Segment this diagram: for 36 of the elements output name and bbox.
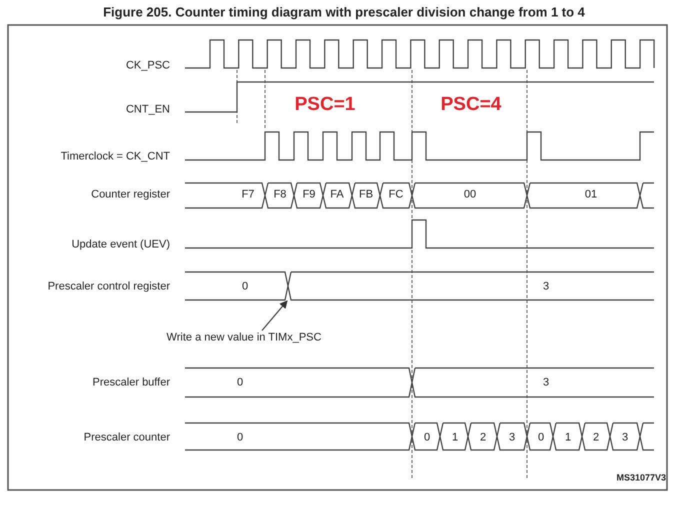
bus-value: FB bbox=[358, 188, 374, 202]
bus-value: 1 bbox=[564, 432, 572, 444]
bus-value: F9 bbox=[302, 188, 316, 202]
bus-value: F8 bbox=[274, 188, 286, 202]
bus-value: 3 bbox=[542, 376, 550, 390]
annotation-text: Write a new value in TIMx_PSC bbox=[166, 332, 322, 344]
bus-value: 3 bbox=[542, 280, 550, 294]
signal-name: Prescaler counter bbox=[84, 432, 170, 444]
signal-name: CNT_EN bbox=[126, 104, 170, 116]
bus-value: 0 bbox=[538, 432, 544, 444]
bus-value: 0 bbox=[236, 376, 244, 390]
bus-value: 0 bbox=[236, 432, 244, 444]
bus-value: 3 bbox=[622, 432, 628, 444]
bus-value: 3 bbox=[508, 432, 516, 444]
bus-value: 1 bbox=[452, 432, 458, 444]
signal-name: Timerclock = CK_CNT bbox=[60, 150, 170, 164]
figure-id: MS31077V3 bbox=[616, 472, 666, 484]
bus-value: FC bbox=[388, 188, 404, 202]
signal-name: CK_PSC bbox=[126, 60, 170, 72]
signal-name: Counter register bbox=[91, 188, 170, 202]
phase-label: PSC=4 bbox=[440, 94, 502, 116]
bus-value: 01 bbox=[584, 188, 598, 202]
bus-value: 2 bbox=[480, 432, 486, 444]
bus-value: 00 bbox=[464, 188, 476, 202]
bus-waveform bbox=[184, 271, 655, 301]
leader-line bbox=[262, 300, 288, 331]
figure-title: Figure 205. Counter timing diagram with prescaler division change from 1 to 4 bbox=[103, 6, 585, 18]
bus-value: 2 bbox=[592, 432, 600, 444]
phase-label: PSC=1 bbox=[294, 94, 356, 116]
bus-value: 0 bbox=[424, 432, 430, 444]
signal-name: Update event (UEV) bbox=[72, 238, 170, 252]
bus-value: F7 bbox=[242, 188, 254, 202]
signal-name: Prescaler control register bbox=[48, 280, 170, 294]
signal-name: Prescaler buffer bbox=[92, 376, 170, 390]
bus-value: FA bbox=[330, 188, 344, 202]
bus-value: 0 bbox=[242, 280, 248, 294]
